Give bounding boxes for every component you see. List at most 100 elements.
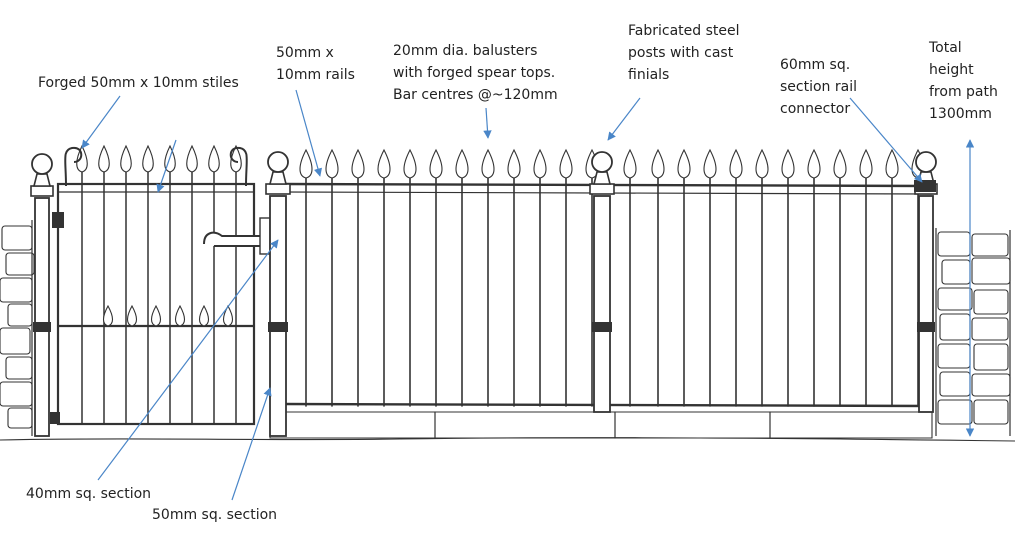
spear-top: [76, 144, 88, 173]
label-40mm-section: 40mm sq. section: [26, 483, 151, 505]
intermediate-post: [593, 195, 611, 413]
spear-top: [403, 148, 417, 179]
spear-top: [325, 148, 339, 179]
spear-top: [533, 148, 547, 179]
gate-hinge-bottom: [50, 412, 60, 424]
arrow-rails: [295, 89, 323, 177]
wall-stone: [939, 371, 971, 397]
wall-stone: [973, 289, 1009, 315]
spear-top: [98, 144, 110, 173]
spear-top: [351, 148, 365, 179]
arrow-stiles-rail: [156, 139, 177, 193]
post-cap-base: [265, 183, 291, 195]
dog-bar-spear: [174, 304, 186, 327]
label-line: 50mm x: [276, 45, 334, 61]
wall-stone: [971, 317, 1009, 341]
wall-stone: [7, 407, 33, 429]
spear-top: [559, 148, 573, 179]
post-cap-neck: [268, 171, 288, 185]
wall-stone: [937, 287, 973, 311]
spear-top: [507, 148, 521, 179]
label-line: 1300mm: [929, 106, 992, 122]
post-collar: [592, 322, 612, 332]
wall-stone: [937, 399, 973, 425]
post-collar: [268, 322, 288, 332]
wall-stone: [973, 399, 1009, 425]
ball-finial: [31, 153, 53, 175]
spear-top: [186, 144, 198, 173]
wall-stone: [939, 313, 971, 341]
wall-stone: [973, 343, 1009, 371]
spear-top: [142, 144, 154, 173]
ground-line: [0, 411, 1015, 442]
annotation-arrows: [81, 89, 975, 501]
wall-stone: [0, 277, 33, 303]
stone-walls: [0, 220, 1011, 436]
spear-top: [120, 144, 132, 173]
dog-bar-spear: [198, 304, 210, 327]
steel-posts: [30, 151, 938, 437]
post-cap-neck: [32, 173, 52, 187]
gate-frame: [56, 182, 256, 426]
label-line: Bar centres @~120mm: [393, 87, 558, 103]
wall-stone: [941, 259, 971, 285]
arrow-40mm-section: [97, 239, 279, 481]
arrow-connector: [849, 97, 923, 183]
spear-top: [429, 148, 443, 179]
scroll-finial-left: [64, 146, 83, 187]
wall-stone: [0, 327, 31, 355]
spear-top: [755, 148, 769, 179]
label-line: 50mm sq. section: [152, 507, 278, 523]
gate-hinge-top: [52, 212, 64, 228]
wall-edge-right: [935, 228, 1011, 436]
ball-finial: [915, 151, 937, 173]
post-cap-base: [589, 183, 615, 195]
label-line: 20mm dia. balusters: [393, 43, 538, 59]
label-line: 60mm sq.: [780, 57, 851, 73]
kerb-plinth: [269, 411, 933, 439]
spear-top: [703, 148, 717, 179]
label-line: Total: [929, 40, 962, 56]
label-line: posts with cast: [628, 45, 734, 61]
spear-top: [623, 148, 637, 179]
spear-top: [859, 148, 873, 179]
wall-stone: [937, 231, 971, 257]
label-line: from path: [929, 84, 998, 100]
spear-top: [481, 148, 495, 179]
end-post: [918, 195, 934, 413]
label-posts: Fabricated steel posts with cast finials: [628, 20, 740, 86]
label-stiles: Forged 50mm x 10mm stiles: [38, 72, 239, 94]
spear-top: [885, 148, 899, 179]
spear-top: [651, 148, 665, 179]
label-50mm-section: 50mm sq. section: [152, 504, 277, 526]
label-line: with forged spear tops.: [393, 65, 556, 81]
arrow-stiles: [81, 95, 121, 149]
dog-bar-spear: [150, 304, 162, 327]
arrow-balusters: [483, 107, 492, 139]
label-line: 10mm rails: [276, 67, 355, 83]
wall-stone: [0, 381, 33, 407]
wall-stone: [7, 303, 33, 327]
label-total-height: Total height from path 1300mm: [929, 37, 998, 125]
gate-latch-post: [269, 195, 287, 437]
spear-top: [781, 148, 795, 179]
rail-connector-block: [914, 180, 936, 192]
label-rail-connector: 60mm sq. section rail connector: [780, 54, 857, 120]
wall-stone: [5, 252, 35, 276]
arrow-50mm-section: [231, 387, 272, 501]
ball-finial: [591, 151, 613, 173]
pedestrian-gate: [50, 144, 271, 426]
arrow-posts: [607, 97, 641, 141]
spear-top: [455, 148, 469, 179]
label-line: height: [929, 62, 974, 78]
dog-bar-spear: [222, 304, 234, 327]
hinge-post: [34, 197, 50, 437]
post-collar: [33, 322, 51, 332]
spear-top: [807, 148, 821, 179]
spear-top: [729, 148, 743, 179]
label-line: section rail: [780, 79, 857, 95]
label-line: Forged 50mm x 10mm stiles: [38, 75, 239, 91]
post-cap-neck: [592, 171, 612, 185]
spear-top: [377, 148, 391, 179]
